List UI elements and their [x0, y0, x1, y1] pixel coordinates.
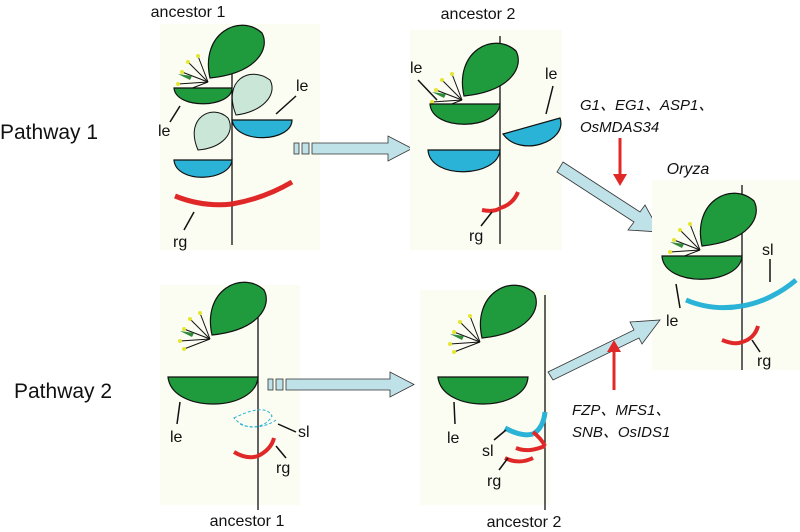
arrow-le-p1a2-left: [417, 79, 438, 101]
arrow-rg-oryza: [751, 339, 761, 353]
label-rg-p1a1: rg: [173, 234, 187, 251]
arrow-le-p1a1-right: [275, 95, 297, 115]
arrow-rg-p1a1: [183, 211, 195, 231]
panel-p2-ancestor-1: [160, 281, 300, 510]
evolution-arrow-p2-step1: [267, 371, 415, 398]
label-le-p1a2-right: le: [545, 66, 558, 83]
pathway-1-label: Pathway 1: [0, 121, 98, 144]
arrow-le-p1a1-left: [169, 105, 181, 123]
arrow-rg-p1a2: [480, 211, 493, 227]
label-le-oryza: le: [666, 313, 679, 330]
label-le-p2a2: le: [447, 430, 460, 447]
genes-pathway-2-line-2: SNB、OsIDS1: [572, 424, 670, 441]
label-rg-p1a2: rg: [469, 228, 483, 245]
label-le-p1a1-right: le: [296, 78, 309, 95]
label-rg-p2a2: rg: [487, 473, 501, 490]
arrow-le-p1a2-right: [545, 85, 554, 115]
label-sl-p2a1: sl: [298, 424, 310, 441]
label-rg-p2a1: rg: [276, 460, 290, 477]
title-top-ancestor-1: ancestor 1: [151, 4, 226, 21]
arrow-le-p2a1: [176, 401, 181, 425]
evolution-arrow-p1-step1: [293, 135, 413, 162]
label-le-p1a2-left: le: [410, 60, 423, 77]
evolution-arrow-p1-to-oryza: [556, 161, 661, 233]
label-sl-oryza: sl: [762, 242, 774, 259]
arrow-rg-p2a1: [275, 445, 287, 459]
title-bottom-ancestor-2: ancestor 2: [487, 514, 562, 531]
label-le-p1a1-left: le: [158, 123, 171, 140]
gene-arrowhead-pathway-2: [607, 340, 621, 352]
pathway-2-label: Pathway 2: [14, 380, 112, 403]
title-bottom-ancestor-1: ancestor 1: [210, 513, 285, 530]
panel-p1-ancestor-1: [160, 24, 320, 250]
arrow-sl-p2a1: [277, 423, 297, 433]
label-sl-p2a2: sl: [482, 443, 494, 460]
arrow-sl-p2a2: [493, 429, 507, 441]
panel-p1-ancestor-2: [410, 30, 562, 250]
genes-pathway-1-line-1: G1、EG1、ASP1、: [580, 97, 713, 114]
label-le-p2a1: le: [170, 429, 183, 446]
title-top-ancestor-2: ancestor 2: [441, 6, 516, 23]
genes-pathway-2-line-1: FZP、MFS1、: [572, 402, 670, 419]
title-oryza: Oryza: [667, 161, 710, 178]
arrow-rg-p2a2: [498, 457, 509, 471]
evolution-arrow-p2-to-oryza: [547, 319, 661, 381]
arrow-le-p2a2: [453, 401, 456, 425]
genes-pathway-1-line-2: OsMDAS34: [580, 119, 659, 136]
gene-arrowhead-pathway-1: [613, 174, 627, 186]
arrow-le-oryza: [675, 283, 681, 309]
panel-oryza: [652, 180, 800, 370]
panel-p2-ancestor-2: [420, 284, 550, 510]
label-rg-oryza: rg: [757, 353, 771, 370]
